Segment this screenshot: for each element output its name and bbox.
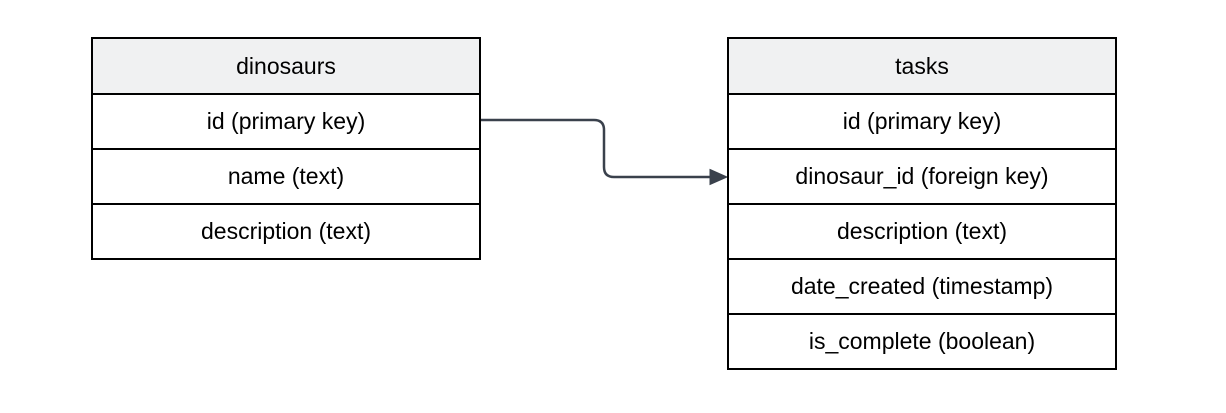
table-tasks[interactable]: tasks id (primary key) dinosaur_id (fore… [727, 37, 1117, 370]
table-row-dinosaurs-id[interactable]: id (primary key) [93, 95, 479, 150]
table-row-tasks-description[interactable]: description (text) [729, 205, 1115, 260]
table-row-dinosaurs-name[interactable]: name (text) [93, 150, 479, 205]
connector-line[interactable] [481, 118, 711, 179]
table-row-tasks-date-created[interactable]: date_created (timestamp) [729, 260, 1115, 315]
table-row-tasks-is-complete[interactable]: is_complete (boolean) [729, 315, 1115, 368]
table-tasks-header[interactable]: tasks [729, 39, 1115, 95]
table-dinosaurs[interactable]: dinosaurs id (primary key) name (text) d… [91, 37, 481, 260]
arrowhead-icon [709, 168, 729, 186]
table-row-tasks-dinosaur-id[interactable]: dinosaur_id (foreign key) [729, 150, 1115, 205]
table-dinosaurs-header[interactable]: dinosaurs [93, 39, 479, 95]
table-row-dinosaurs-description[interactable]: description (text) [93, 205, 479, 258]
table-row-tasks-id[interactable]: id (primary key) [729, 95, 1115, 150]
